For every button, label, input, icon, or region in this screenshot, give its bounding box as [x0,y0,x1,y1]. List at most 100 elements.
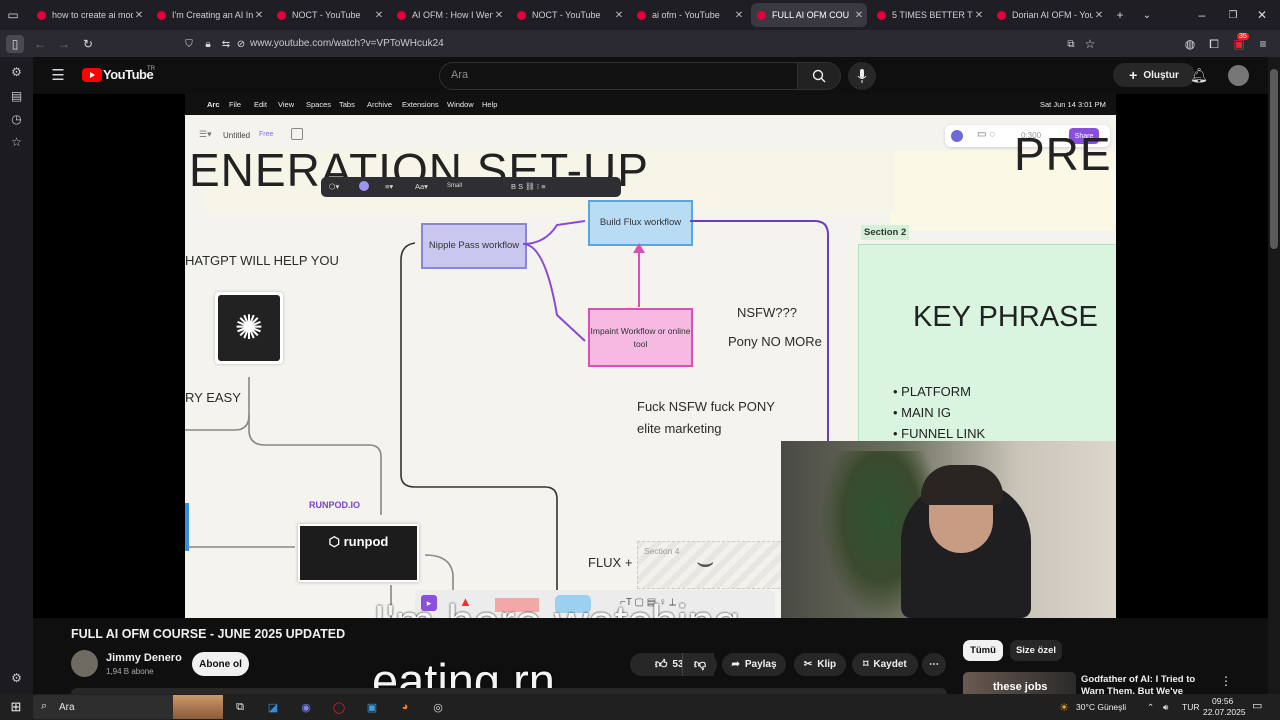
tray-chevron-icon[interactable]: ⌃ [1147,702,1155,712]
browser-tab[interactable]: how to create ai model✕ [31,3,147,27]
reload-icon[interactable]: ↻ [82,37,94,51]
voice-search-button[interactable] [848,62,876,90]
tab-close-icon[interactable]: ✕ [734,9,744,21]
steam-icon[interactable]: ◎ [433,701,443,714]
user-avatar[interactable] [1228,65,1249,86]
like-count: 539 [672,659,690,670]
extension-badge-icon[interactable]: ▣ [1233,37,1245,51]
volume-icon[interactable]: 🔊︎ [1163,702,1169,712]
chevron-down-icon[interactable]: ⌄ [1142,9,1152,21]
dislike-button[interactable]: 👎︎ [682,653,717,676]
recommended-title[interactable]: Godfather of AI: I Tried to Warn Them, B… [1081,674,1196,694]
share-button[interactable]: ➦Paylaş [722,653,786,676]
mac-menu-item: Extensions [402,100,439,109]
lock-icon[interactable]: 🔒︎ [205,38,211,50]
back-icon[interactable]: ← [34,37,46,51]
tab-close-icon[interactable]: ✕ [614,9,624,21]
tab-title: Dorian AI OFM - YouTu [1012,10,1093,20]
browser-tab[interactable]: 5 TIMES BETTER THAN✕ [871,3,987,27]
scrollbar-thumb[interactable] [1270,69,1278,249]
recommended-more-icon[interactable]: ⋮ [1220,674,1232,688]
youtube-logo-text[interactable]: YouTube [103,67,154,82]
sidebar-toggle-icon[interactable]: ▯ [6,35,24,53]
search-input[interactable]: Ara [439,62,799,90]
browser-tab[interactable]: NOCT - YouTube ✕ [511,3,627,27]
browser-tab[interactable]: AI OFM : How I Went fr✕ [391,3,507,27]
browser-tab[interactable]: ai ofm - YouTube✕ [631,3,747,27]
minimize-icon[interactable]: – [1198,8,1206,22]
app-icon[interactable]: ▣ [366,701,378,714]
youtube-favicon-icon [37,10,46,20]
tab-close-icon[interactable]: ✕ [134,9,144,21]
discord-icon[interactable]: ◉ [301,701,311,714]
youtube-logo-icon[interactable] [82,68,102,82]
pip-icon[interactable]: ⧉ [1067,38,1075,50]
browser-tab[interactable]: Dorian AI OFM - YouTu✕ [991,3,1107,27]
url-field[interactable]: www.youtube.com/watch?v=VPToWHcuk24 [250,38,444,49]
chip-all[interactable]: Tümü [963,640,1003,661]
bookmark-star-icon[interactable]: ☆ [1084,37,1096,51]
channel-avatar[interactable] [71,650,98,677]
firefox-icon[interactable]: ◕ [401,701,409,713]
history-icon[interactable]: ◷ [11,111,22,126]
search-button[interactable] [797,62,841,90]
tab-close-icon[interactable]: ✕ [1094,9,1104,21]
tab-title: NOCT - YouTube [532,10,601,20]
settings-gear-icon[interactable]: ⚙ [11,670,22,685]
task-view-icon[interactable]: ⧉ [236,700,244,713]
new-tab-icon[interactable]: + [1116,8,1124,22]
chip-for-you[interactable]: Size özel [1010,640,1062,661]
save-button[interactable]: ⌑Kaydet [852,653,918,676]
browser-tab[interactable]: I'm Creating an AI Influ✕ [151,3,267,27]
menu-icon[interactable]: ≡ [1259,37,1267,51]
camera-blocked-icon[interactable]: ⊘ [236,38,246,50]
shield-icon[interactable]: ⛉ [185,38,193,50]
hamburger-menu-icon[interactable]: ☰ [51,67,65,84]
runpod-logo-icon: ⬡ [328,534,344,549]
tab-close-icon[interactable]: ✕ [854,9,864,21]
clip-button[interactable]: ✂Klip [794,653,846,676]
heading-right: PRE [1014,128,1112,180]
create-button[interactable]: +Oluştur [1113,63,1195,87]
tab-overview-icon[interactable]: ▭ [7,8,19,22]
windows-start-icon[interactable]: ⊞ [10,699,22,714]
tab-close-icon[interactable]: ✕ [254,9,264,21]
account-icon[interactable]: ◍ [1184,37,1196,51]
page-scrollbar[interactable] [1268,57,1280,694]
notifications-bell-icon[interactable]: 🔔︎ [1190,66,1208,83]
more-actions-button[interactable]: ⋯ [922,653,946,676]
favorites-star-icon[interactable]: ☆ [11,134,22,149]
browser-tab[interactable]: FULL AI OFM COU✕ [751,3,867,27]
browser-tab[interactable]: NOCT - YouTube✕ [271,3,387,27]
forward-icon[interactable]: → [58,37,70,51]
outlook-icon[interactable]: ◪ [267,701,279,714]
tab-close-icon[interactable]: ✕ [374,9,384,21]
tab-close-icon[interactable]: ✕ [974,9,984,21]
language-indicator[interactable]: TUR [1182,702,1200,712]
opera-icon[interactable]: ◯ [332,701,346,714]
extensions-sidebar-icon[interactable]: ⚙ [11,64,22,79]
clock-time[interactable]: 09:56 [1212,696,1234,706]
weather-text[interactable]: 30°C Güneşli [1076,702,1127,712]
tab-close-icon[interactable]: ✕ [494,9,504,21]
close-window-icon[interactable]: ✕ [1256,8,1268,22]
recommended-thumbnail[interactable]: these jobs [963,672,1076,694]
subtitle-line1: I'm here watching [373,594,740,618]
bookmarks-sidebar-icon[interactable]: ▤ [10,88,23,103]
subscribe-button[interactable]: Abone ol [192,652,249,676]
description-box[interactable] [71,688,947,694]
extensions-icon[interactable]: ⧠ [1209,36,1219,51]
youtube-favicon-icon [157,10,166,20]
taskbar-search[interactable]: ⌕ Ara [33,695,223,719]
notification-center-icon[interactable]: ▭ [1252,700,1263,712]
youtube-favicon-icon [517,10,526,20]
bullet-item: • MAIN IG [893,405,952,420]
restore-icon[interactable]: ❐ [1228,9,1238,21]
format-toolbar: ⬡▾ ≡▾ Aa▾ Small B S ⛓ ⁝ ≡ [321,177,621,197]
permissions-icon[interactable]: ⇆ [221,38,231,50]
channel-name[interactable]: Jimmy Denero [106,652,182,664]
create-label: Oluştur [1143,69,1179,81]
clock-date[interactable]: 22.07.2025 [1203,707,1246,717]
